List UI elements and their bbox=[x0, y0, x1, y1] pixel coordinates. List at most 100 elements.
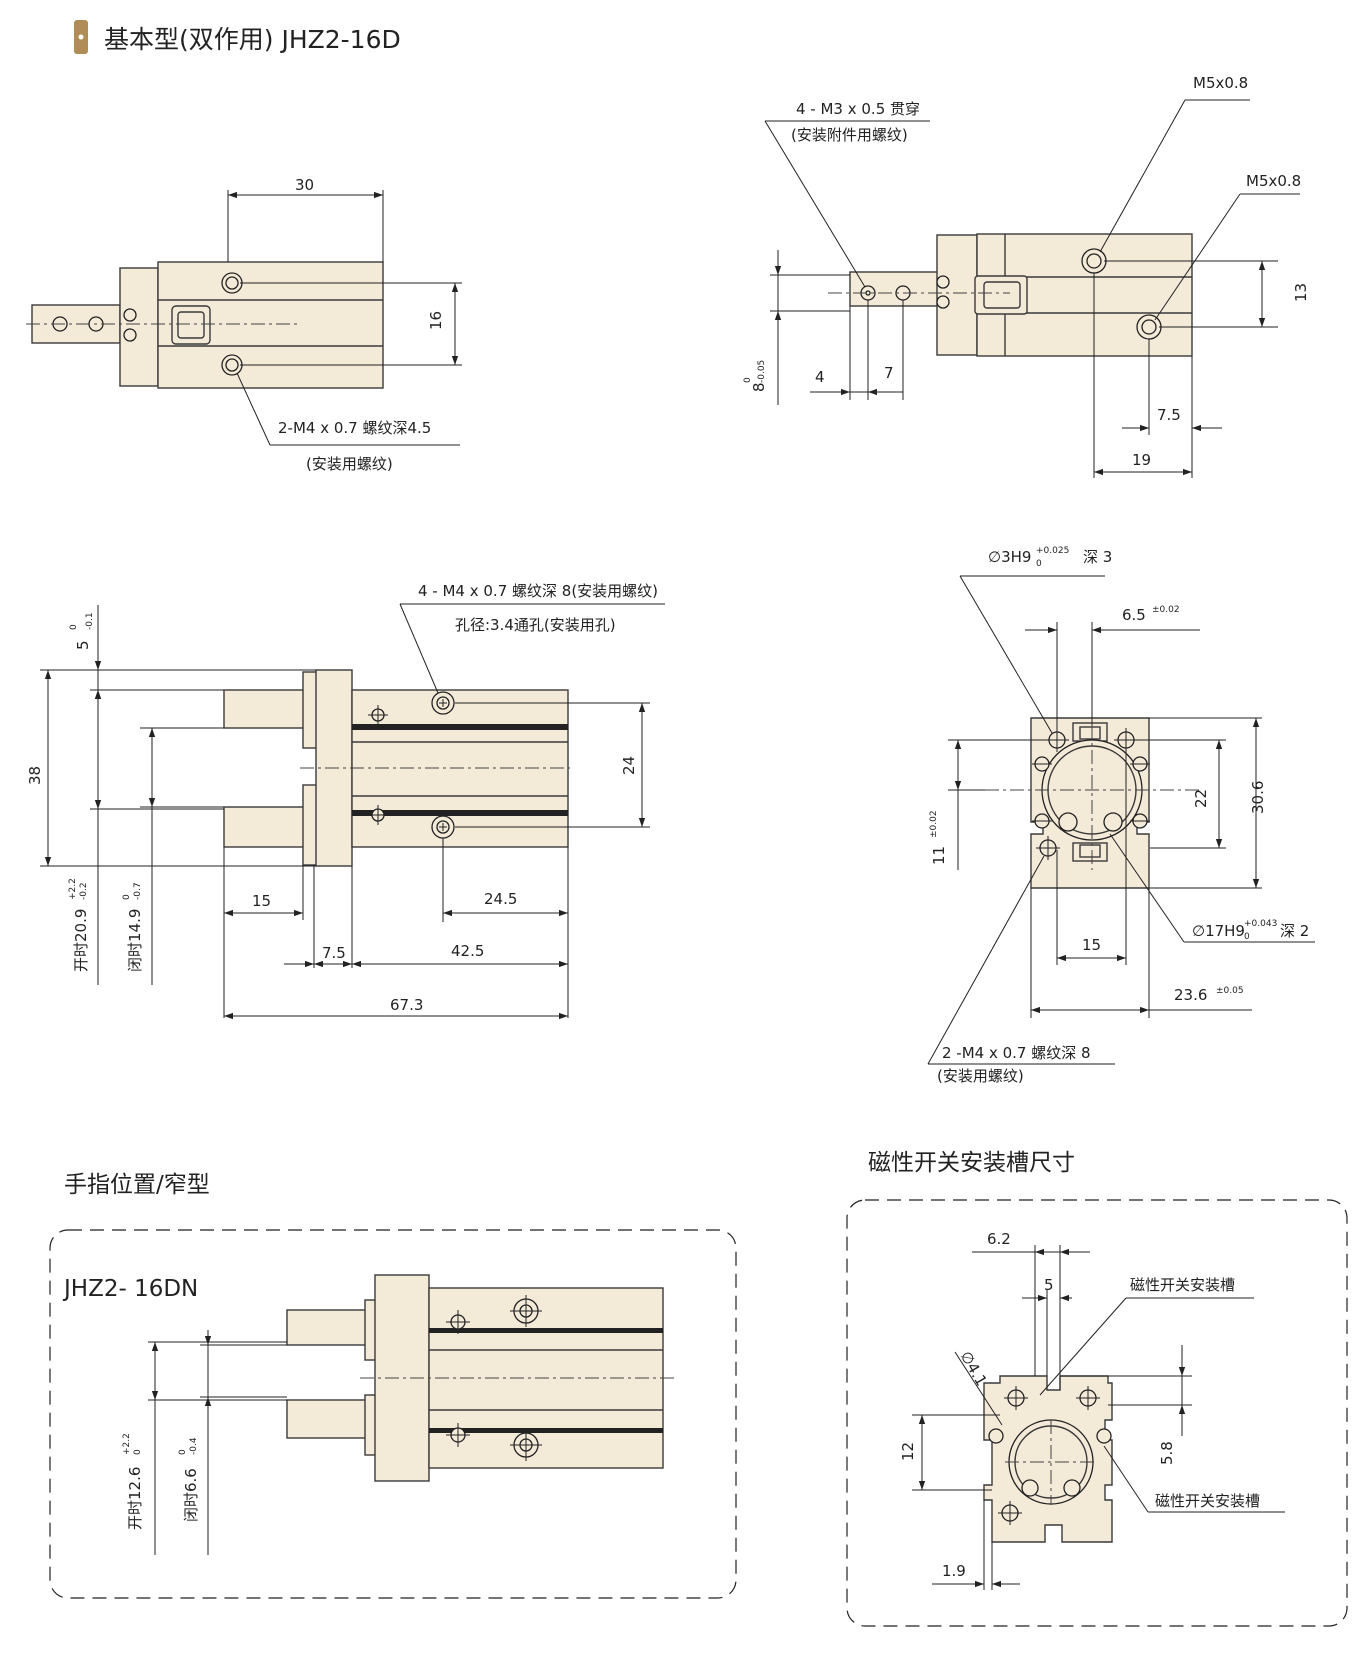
note-through-hole: 孔径:3.4通孔(安装用孔) bbox=[455, 616, 616, 634]
dim-7-5b: 7.5 bbox=[322, 944, 346, 962]
side-view-port-1 bbox=[1081, 248, 1107, 274]
port-label-2: M5x0.8 bbox=[1246, 172, 1301, 190]
page-title: 基本型(双作用) JHZ2-16D bbox=[104, 25, 401, 54]
slot-label-1: 磁性开关安装槽 bbox=[1130, 1276, 1235, 1294]
top-view: 30 16 2-M4 x 0.7 螺纹深4.5 (安装用螺纹) bbox=[26, 176, 462, 473]
dim-5: 5 bbox=[74, 640, 92, 650]
side-view-flange bbox=[936, 234, 978, 356]
closed-tol-up: 0 bbox=[122, 894, 132, 900]
dim-11: 11 bbox=[930, 846, 948, 865]
switch-section-title: 磁性开关安装槽尺寸 bbox=[868, 1150, 1075, 1176]
dim-23-6: 23.6 bbox=[1174, 986, 1207, 1004]
dim-4: 4 bbox=[815, 368, 825, 386]
dim-8: 8 bbox=[750, 382, 768, 392]
dim-5-tol-dn: -0.1 bbox=[85, 612, 95, 630]
front-view-hole-4 bbox=[368, 805, 388, 825]
dim-42-5: 42.5 bbox=[451, 942, 484, 960]
finger-position-section: 手指位置/窄型 JHZ2- 16DN 开时12.6 +2.2 0 闭时6.6 0… bbox=[49, 1172, 737, 1599]
narrow-finger-lower bbox=[286, 1399, 376, 1439]
dim-24-5: 24.5 bbox=[484, 890, 517, 908]
dim-24: 24 bbox=[620, 756, 638, 775]
end-view-hole-ml bbox=[1032, 756, 1052, 772]
narrow-closed-tol-dn: -0.4 bbox=[189, 1437, 199, 1455]
bore-big-label: ∅17H9 bbox=[1192, 922, 1245, 940]
dim-6-2: 6.2 bbox=[987, 1230, 1011, 1248]
narrow-hole-2 bbox=[510, 1429, 542, 1461]
page-header: 基本型(双作用) JHZ2-16D bbox=[74, 20, 401, 54]
end-view-hole-mr bbox=[1130, 756, 1150, 772]
bore-big-tol-dn: 0 bbox=[1244, 932, 1250, 942]
bore-big-tol-up: +0.043 bbox=[1244, 919, 1277, 929]
open-stroke-label: 开时20.9 bbox=[72, 909, 90, 972]
front-view: 4 - M4 x 0.7 螺纹深 8(安装用螺纹) 孔径:3.4通孔(安装用孔)… bbox=[26, 582, 665, 1020]
open-tol-dn: -0.2 bbox=[79, 882, 89, 900]
switch-section-frame bbox=[846, 1199, 1348, 1627]
note-2-m4: 2 -M4 x 0.7 螺纹深 8 bbox=[942, 1044, 1091, 1062]
switch-hole-tr bbox=[1076, 1386, 1100, 1410]
note-mounting-thread-b: (安装用螺纹) bbox=[937, 1067, 1024, 1085]
closed-tol-dn: -0.7 bbox=[133, 882, 143, 900]
note-m3-through: 4 - M3 x 0.5 贯穿 bbox=[796, 100, 920, 118]
slot-label-2: 磁性开关安装槽 bbox=[1155, 1492, 1260, 1510]
header-accent-dot bbox=[78, 34, 84, 40]
front-view-hole-1 bbox=[431, 691, 455, 715]
front-view-finger-lower bbox=[223, 806, 315, 848]
note-accessory-thread: (安装附件用螺纹) bbox=[791, 126, 908, 144]
top-view-mount-hole-1 bbox=[221, 272, 243, 294]
dim-5-tol-up: 0 bbox=[69, 624, 79, 630]
note-m4-thread: 2-M4 x 0.7 螺纹深4.5 bbox=[278, 419, 431, 437]
dim-5b: 5 bbox=[1044, 1276, 1054, 1294]
narrow-closed-label: 闭时6.6 bbox=[182, 1468, 200, 1522]
side-view-port-2 bbox=[1136, 314, 1162, 340]
dim-7: 7 bbox=[884, 364, 894, 382]
end-view-hole-bl bbox=[1032, 813, 1052, 829]
bore-small-tol-up: +0.025 bbox=[1036, 546, 1069, 556]
dim-13: 13 bbox=[1292, 283, 1310, 302]
bore-big-depth: 深 2 bbox=[1280, 922, 1309, 940]
narrow-hole-3 bbox=[446, 1310, 470, 1334]
note-mounting-thread: (安装用螺纹) bbox=[306, 455, 393, 473]
dim-15b: 15 bbox=[1082, 936, 1101, 954]
top-view-mount-hole-2 bbox=[221, 354, 243, 376]
switch-slot-section: 磁性开关安装槽尺寸 6.2 5 磁性开关安装槽 ∅4.1 1 bbox=[846, 1150, 1348, 1627]
dim-dia-4-1: ∅4.1 bbox=[957, 1348, 991, 1389]
dim-22: 22 bbox=[1192, 789, 1210, 808]
dim-23-6-tol: ±0.05 bbox=[1216, 986, 1244, 996]
top-view-flange bbox=[119, 267, 159, 387]
dim-30-6: 30.6 bbox=[1249, 781, 1267, 814]
dim-1-9: 1.9 bbox=[942, 1562, 966, 1580]
dim-67-3: 67.3 bbox=[390, 996, 423, 1014]
narrow-open-label: 开时12.6 bbox=[126, 1467, 144, 1530]
bore-small-depth: 深 3 bbox=[1083, 548, 1112, 566]
dim-38: 38 bbox=[26, 766, 44, 785]
dim-6-5-tol: ±0.02 bbox=[1152, 605, 1180, 615]
dim-30: 30 bbox=[295, 176, 314, 194]
dim-8-tol-up: 0 bbox=[743, 377, 753, 383]
front-view-hole-2 bbox=[431, 815, 455, 839]
dim-11-tol: ±0.02 bbox=[929, 810, 939, 838]
finger-section-title: 手指位置/窄型 bbox=[64, 1172, 210, 1198]
open-tol-up: +2.2 bbox=[68, 878, 78, 900]
side-view: 4 - M3 x 0.5 贯穿 (安装附件用螺纹) M5x0.8 M5x0.8 … bbox=[743, 74, 1310, 478]
finger-model-label: JHZ2- 16DN bbox=[62, 1276, 198, 1302]
dim-16: 16 bbox=[427, 311, 445, 330]
narrow-closed-tol-up: 0 bbox=[178, 1449, 188, 1455]
narrow-open-tol-up: +2.2 bbox=[122, 1433, 132, 1455]
finger-section-frame bbox=[49, 1229, 737, 1599]
dim-15: 15 bbox=[252, 892, 271, 910]
narrow-open-tol-dn: 0 bbox=[133, 1449, 143, 1455]
end-view-hole-br bbox=[1130, 813, 1150, 829]
front-view-hole-3 bbox=[368, 705, 388, 725]
narrow-hole-1 bbox=[510, 1295, 542, 1327]
narrow-finger-upper bbox=[286, 1309, 376, 1346]
end-view: ∅3H9 +0.025 0 深 3 6.5 ±0.02 11 ±0.02 22 … bbox=[927, 546, 1315, 1085]
front-view-finger-upper bbox=[223, 689, 315, 729]
dim-7-5: 7.5 bbox=[1157, 406, 1181, 424]
switch-hole-tl bbox=[1004, 1386, 1028, 1410]
narrow-hole-4 bbox=[446, 1423, 470, 1447]
switch-hole-bl bbox=[998, 1501, 1022, 1525]
port-label-1: M5x0.8 bbox=[1193, 74, 1248, 92]
dim-12: 12 bbox=[899, 1442, 917, 1461]
dim-5-8: 5.8 bbox=[1158, 1441, 1176, 1465]
